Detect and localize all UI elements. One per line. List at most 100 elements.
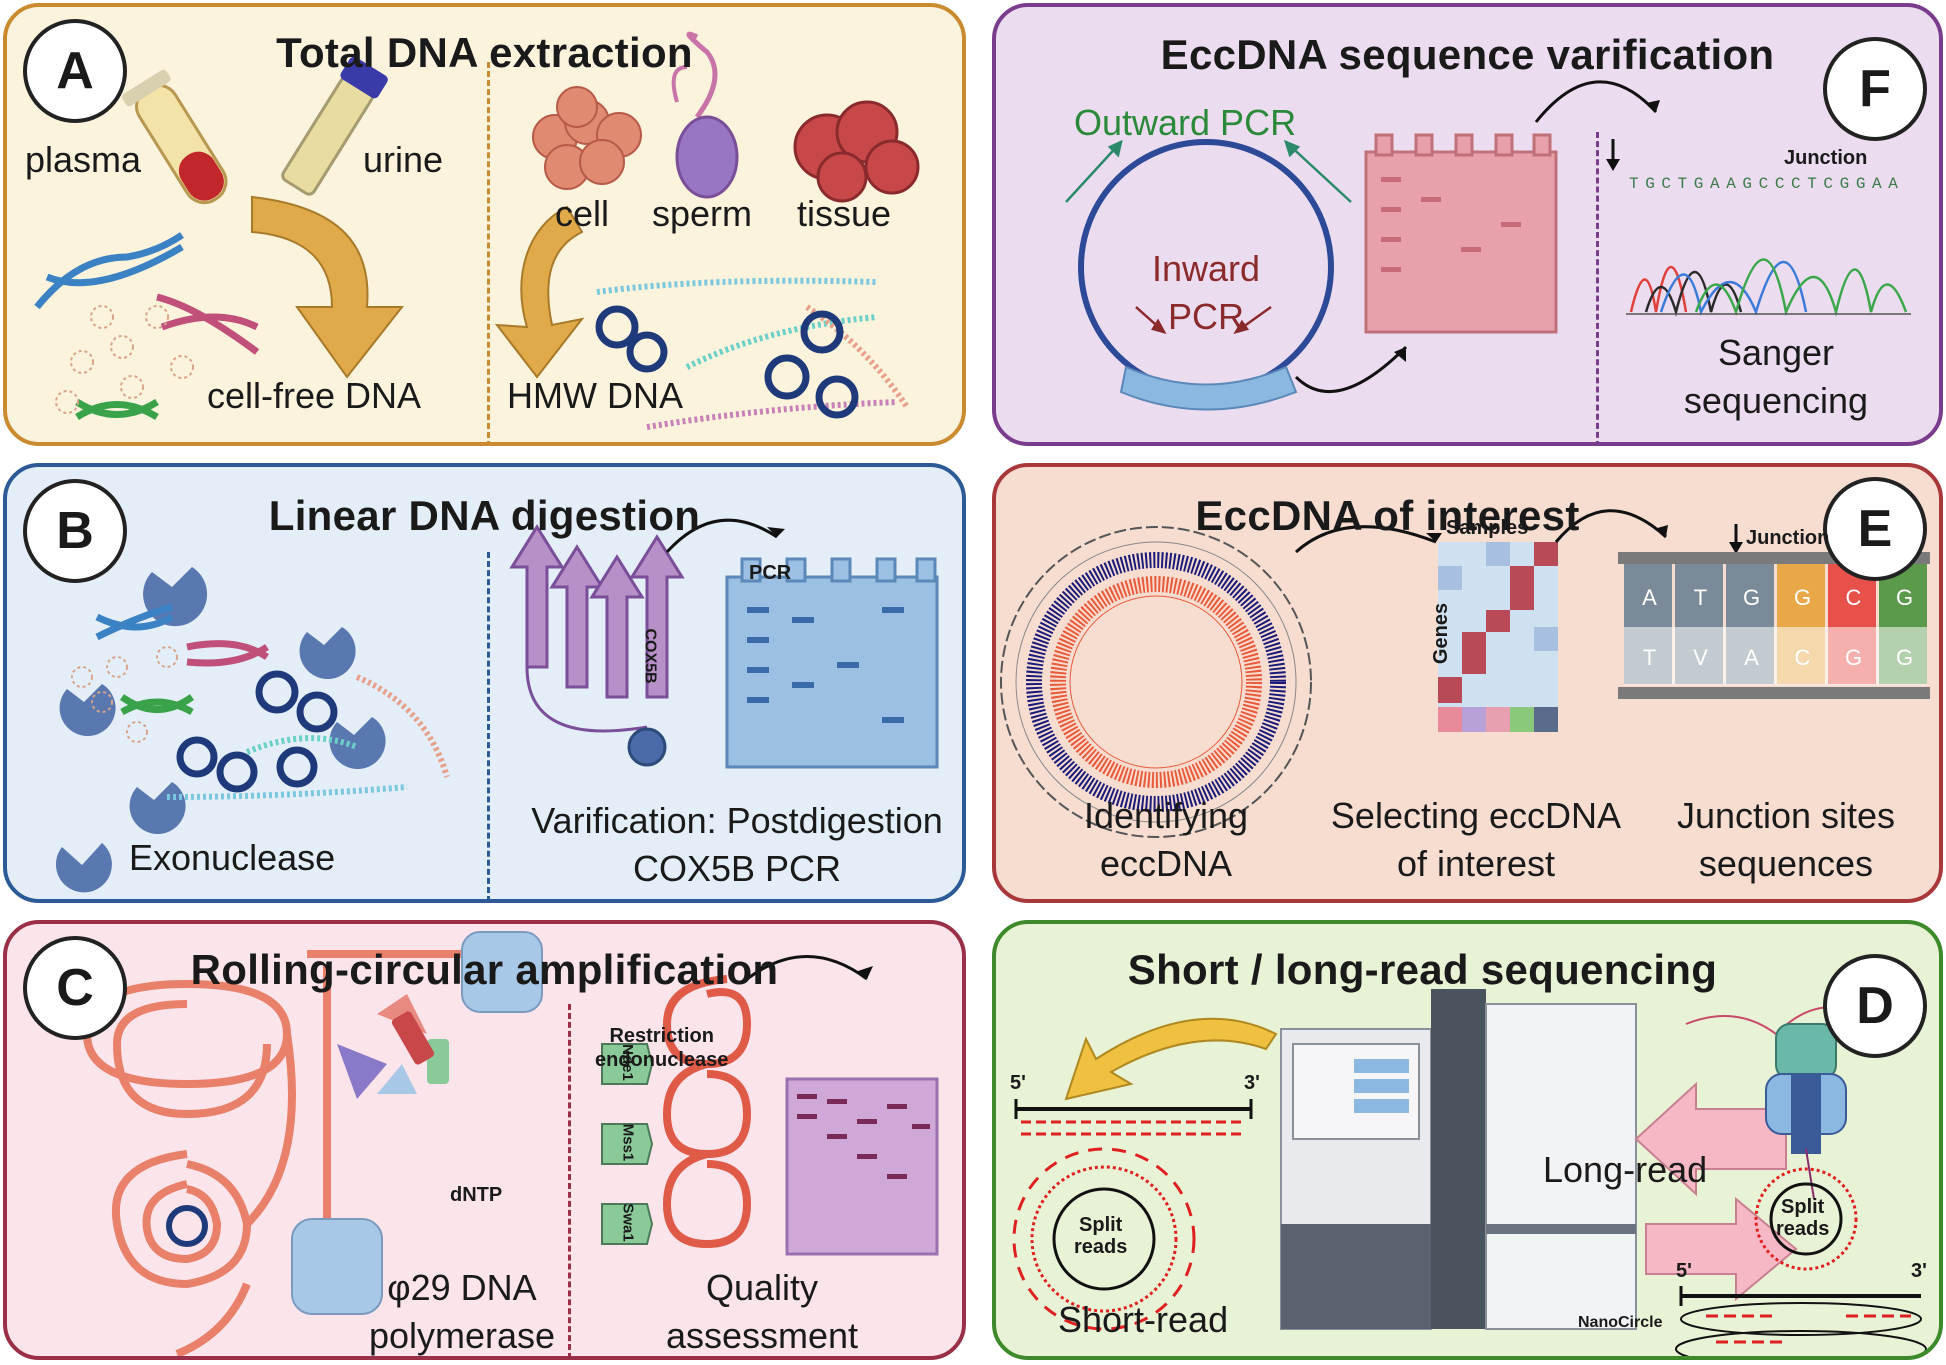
badge-f: F <box>1823 37 1927 141</box>
panel-b-illustration <box>55 518 939 893</box>
base-bottom-3: A <box>1744 645 1759 670</box>
restriction-line-1: Restriction <box>609 1025 714 1047</box>
label-sperm: sperm <box>652 193 753 234</box>
restriction-enzyme-coil-icon <box>662 975 752 1249</box>
sequencer-machine-icon <box>1280 989 1637 1330</box>
to-sanger-arrow-icon <box>1534 80 1658 123</box>
inward-line-2: PCR <box>1167 296 1244 337</box>
label-nde1: Nde1 <box>618 1044 636 1081</box>
label-mss1: Mss1 <box>619 1123 637 1162</box>
long-read-arrow-left-icon <box>1634 1081 1787 1197</box>
label-restriction-endonuclease: Restriction endonuclease <box>595 1024 728 1072</box>
long-read-arrow-right-icon <box>1645 1196 1798 1302</box>
phi29-line-1: φ29 DNA <box>387 1267 537 1308</box>
plasma-tube-icon <box>122 69 228 205</box>
verification-line-2: COX5B PCR <box>632 848 842 889</box>
to-short-read-arrow-icon <box>1064 1017 1278 1101</box>
label-verification: Varification: Postdigestion COX5B PCR <box>507 797 962 893</box>
base-top-4: G <box>1793 585 1812 610</box>
panel-e-title: EccDNA of interest <box>1195 492 1580 539</box>
panel-a-divider <box>487 62 490 442</box>
outward-primers-icon <box>1065 139 1352 203</box>
verification-gel-icon <box>1364 133 1558 334</box>
label-short-split-reads: Split reads <box>1074 1214 1127 1258</box>
junction-bases-bottom: T V A C G G <box>1624 645 1930 671</box>
selecting-line-2: of interest <box>1396 843 1556 884</box>
panel-f-illustration <box>1065 80 1911 411</box>
panel-a-illustration <box>34 31 920 430</box>
panel-f-divider <box>1596 132 1599 442</box>
label-selecting-eccdna: Selecting eccDNA of interest <box>1316 792 1636 888</box>
panel-eccdna-of-interest: E EccDNA of interest Samples Genes Junct… <box>992 463 1943 903</box>
label-pcr: PCR <box>749 562 792 584</box>
base-bottom-6: G <box>1895 645 1914 670</box>
label-long-five-prime: 5' <box>1676 1260 1692 1282</box>
cell-free-dna-icon <box>34 232 260 421</box>
sanger-line-2: sequencing <box>1683 380 1869 421</box>
label-long-read: Long-read <box>1543 1149 1708 1190</box>
panel-d-title: Short / long-read sequencing <box>1127 946 1718 993</box>
label-short-five-prime: 5' <box>1010 1072 1026 1094</box>
panel-d-illustration <box>1012 989 1927 1356</box>
label-long-three-prime: 3' <box>1911 1260 1927 1282</box>
cell-cluster-icon <box>532 86 642 190</box>
verification-line-1: Varification: Postdigestion <box>531 800 943 841</box>
quality-line-2: assessment <box>665 1315 859 1356</box>
cox5b-protein-icon <box>509 524 685 767</box>
panel-short-long-read-sequencing: D Short / long-read sequencing 5' 3' Spl… <box>992 920 1943 1360</box>
sanger-line-1: Sanger <box>1717 332 1835 373</box>
to-heatmap-arrow-icon <box>1294 525 1437 554</box>
panel-eccdna-sequence-verification: F EccDNA sequence varification Outward P… <box>992 3 1943 446</box>
label-short-read: Short-read <box>1058 1299 1229 1340</box>
panel-b-divider <box>487 552 490 899</box>
sanger-chromatogram-icon <box>1626 258 1911 317</box>
label-phi29-polymerase: φ29 DNA polymerase <box>352 1264 572 1356</box>
qa-arrow-icon <box>746 955 868 981</box>
identifying-line-2: eccDNA <box>1099 843 1233 884</box>
junction-sites-line-2: sequences <box>1698 843 1874 884</box>
nanocircle-read-icon <box>1675 1286 1927 1356</box>
short-split-line-2: reads <box>1074 1236 1128 1258</box>
label-genes: Genes <box>1430 602 1453 665</box>
quality-line-1: Quality <box>705 1267 819 1308</box>
base-bottom-1: T <box>1642 645 1657 670</box>
badge-b: B <box>23 479 127 583</box>
gel-electrophoresis-icon <box>725 557 939 769</box>
enzyme-tags-icon <box>601 1043 654 1245</box>
label-e-junction: Junction <box>1746 527 1830 549</box>
badge-e: E <box>1823 477 1927 581</box>
tissue-icon <box>793 100 920 203</box>
label-cox5b-vertical: COX5B <box>641 628 659 684</box>
base-top-2: T <box>1693 585 1708 610</box>
junction-sites-line-1: Junction sites <box>1676 795 1896 836</box>
label-long-split-reads: Split reads <box>1776 1196 1829 1240</box>
label-quality-assessment: Quality assessment <box>637 1264 887 1356</box>
nanopore-icon <box>1685 1006 1857 1200</box>
panel-c-illustration <box>82 931 939 1356</box>
pcr-arrow-icon <box>665 518 778 554</box>
amplicon-region-icon <box>1119 365 1298 411</box>
panel-total-dna-extraction: A Total DNA extraction plasma urine cell… <box>3 3 966 446</box>
arrow-to-cell-free-icon <box>251 195 405 379</box>
long-split-line-2: reads <box>1776 1218 1830 1240</box>
restriction-line-2: endonuclease <box>595 1049 729 1071</box>
badge-a: A <box>23 19 127 123</box>
base-bottom-4: C <box>1794 645 1811 670</box>
label-sanger-sequencing: Sanger sequencing <box>1636 329 1916 425</box>
arrow-to-hmw-icon <box>494 205 585 379</box>
junction-bases-top: A T G G C G <box>1624 585 1930 611</box>
label-tissue: tissue <box>797 193 892 234</box>
selecting-line-1: Selecting eccDNA <box>1330 795 1622 836</box>
label-swa1: Swa1 <box>619 1203 637 1242</box>
label-cell-free-dna: cell-free DNA <box>207 375 422 416</box>
hmw-dna-icon <box>595 277 910 430</box>
label-urine: urine <box>363 139 444 180</box>
quality-gel-icon <box>785 1077 939 1256</box>
label-identifying-eccdna: Identifying eccDNA <box>1056 792 1276 888</box>
label-dntp: dNTP <box>450 1184 503 1206</box>
panel-c-divider <box>568 1004 571 1356</box>
base-top-5: C <box>1845 585 1862 610</box>
to-gel-arrow-icon <box>1294 345 1408 393</box>
label-samples: Samples <box>1446 517 1529 539</box>
sanger-sequence-text: TGCTGAAGCCCTCGGAA <box>1629 175 1905 193</box>
